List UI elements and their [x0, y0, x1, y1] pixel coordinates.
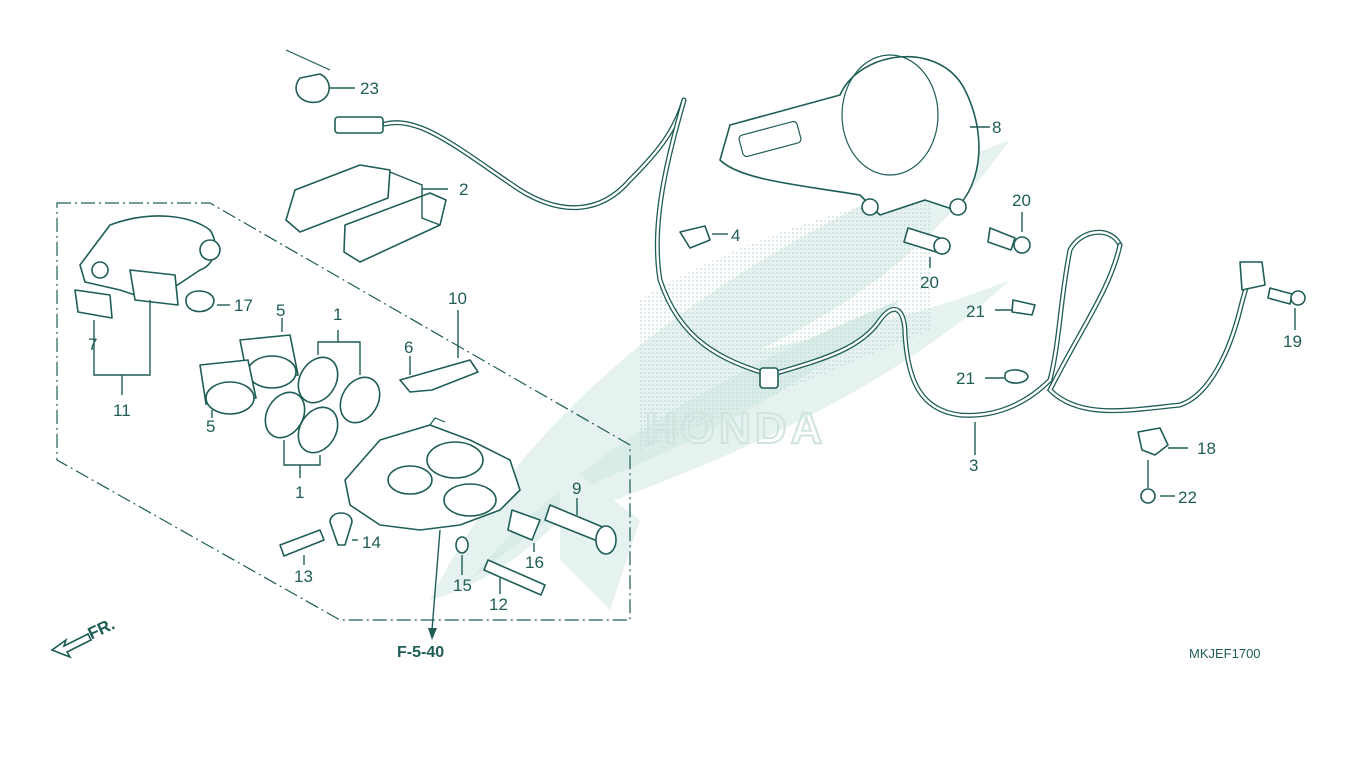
callout-20-lower: 20 — [920, 273, 939, 292]
cable-tie-part — [285, 49, 355, 104]
callout-18: 18 — [1197, 439, 1216, 458]
callout-4: 4 — [731, 226, 740, 245]
callout-15: 15 — [453, 576, 472, 595]
callout-20-upper: 20 — [1012, 191, 1031, 210]
callout-1-lower: 1 — [295, 483, 304, 502]
callout-12: 12 — [489, 595, 508, 614]
callout-14: 14 — [362, 533, 381, 552]
piston-parts-5 — [199, 318, 299, 418]
diagram-code: MKJEF1700 — [1189, 646, 1261, 661]
slide-pin-parts — [483, 498, 617, 596]
callout-8: 8 — [992, 118, 1001, 137]
callout-3: 3 — [969, 456, 978, 475]
callout-11: 11 — [113, 401, 131, 420]
bleeder-parts — [279, 512, 469, 575]
bracket-part-18 — [1137, 427, 1188, 504]
caliper-body-part — [344, 417, 521, 531]
clamp-parts-21 — [985, 299, 1036, 384]
callout-9: 9 — [572, 479, 581, 498]
sensor-cable-part — [759, 229, 1266, 455]
reference-label[interactable]: F-5-40 — [397, 644, 444, 661]
reference-arrow-line — [431, 529, 441, 631]
callout-21-lower: 21 — [956, 369, 975, 388]
callout-10: 10 — [448, 289, 467, 308]
callout-16: 16 — [525, 553, 544, 572]
pad-spring-part-6 — [399, 310, 479, 393]
seal-parts-1 — [264, 330, 381, 478]
callout-23: 23 — [360, 79, 379, 98]
sensor-wire-upper — [334, 97, 773, 378]
callout-7: 7 — [88, 335, 97, 354]
callout-13: 13 — [294, 567, 313, 586]
callout-6: 6 — [404, 338, 413, 357]
brake-pads-part — [285, 164, 448, 263]
caliper-bracket-part — [719, 54, 990, 216]
caliper-kit-boundary — [56, 202, 631, 621]
callout-1-upper: 1 — [333, 305, 342, 324]
bolt-parts-20 — [903, 212, 1031, 268]
clip-part — [679, 225, 728, 249]
callout-17: 17 — [234, 296, 253, 315]
callout-22: 22 — [1178, 488, 1197, 507]
honda-wing-watermark — [430, 140, 1010, 610]
bolt-part-19 — [1267, 287, 1306, 330]
callout-5-upper: 5 — [276, 301, 285, 320]
callout-19: 19 — [1283, 332, 1302, 351]
callout-5-lower: 5 — [206, 417, 215, 436]
caliper-bracket-part-11 — [74, 215, 230, 395]
watermark-text: HONDA — [645, 404, 826, 453]
front-direction-arrow — [50, 632, 93, 659]
reference-arrow-head — [428, 628, 437, 640]
callout-2: 2 — [459, 180, 468, 199]
callout-21-upper: 21 — [966, 302, 985, 321]
